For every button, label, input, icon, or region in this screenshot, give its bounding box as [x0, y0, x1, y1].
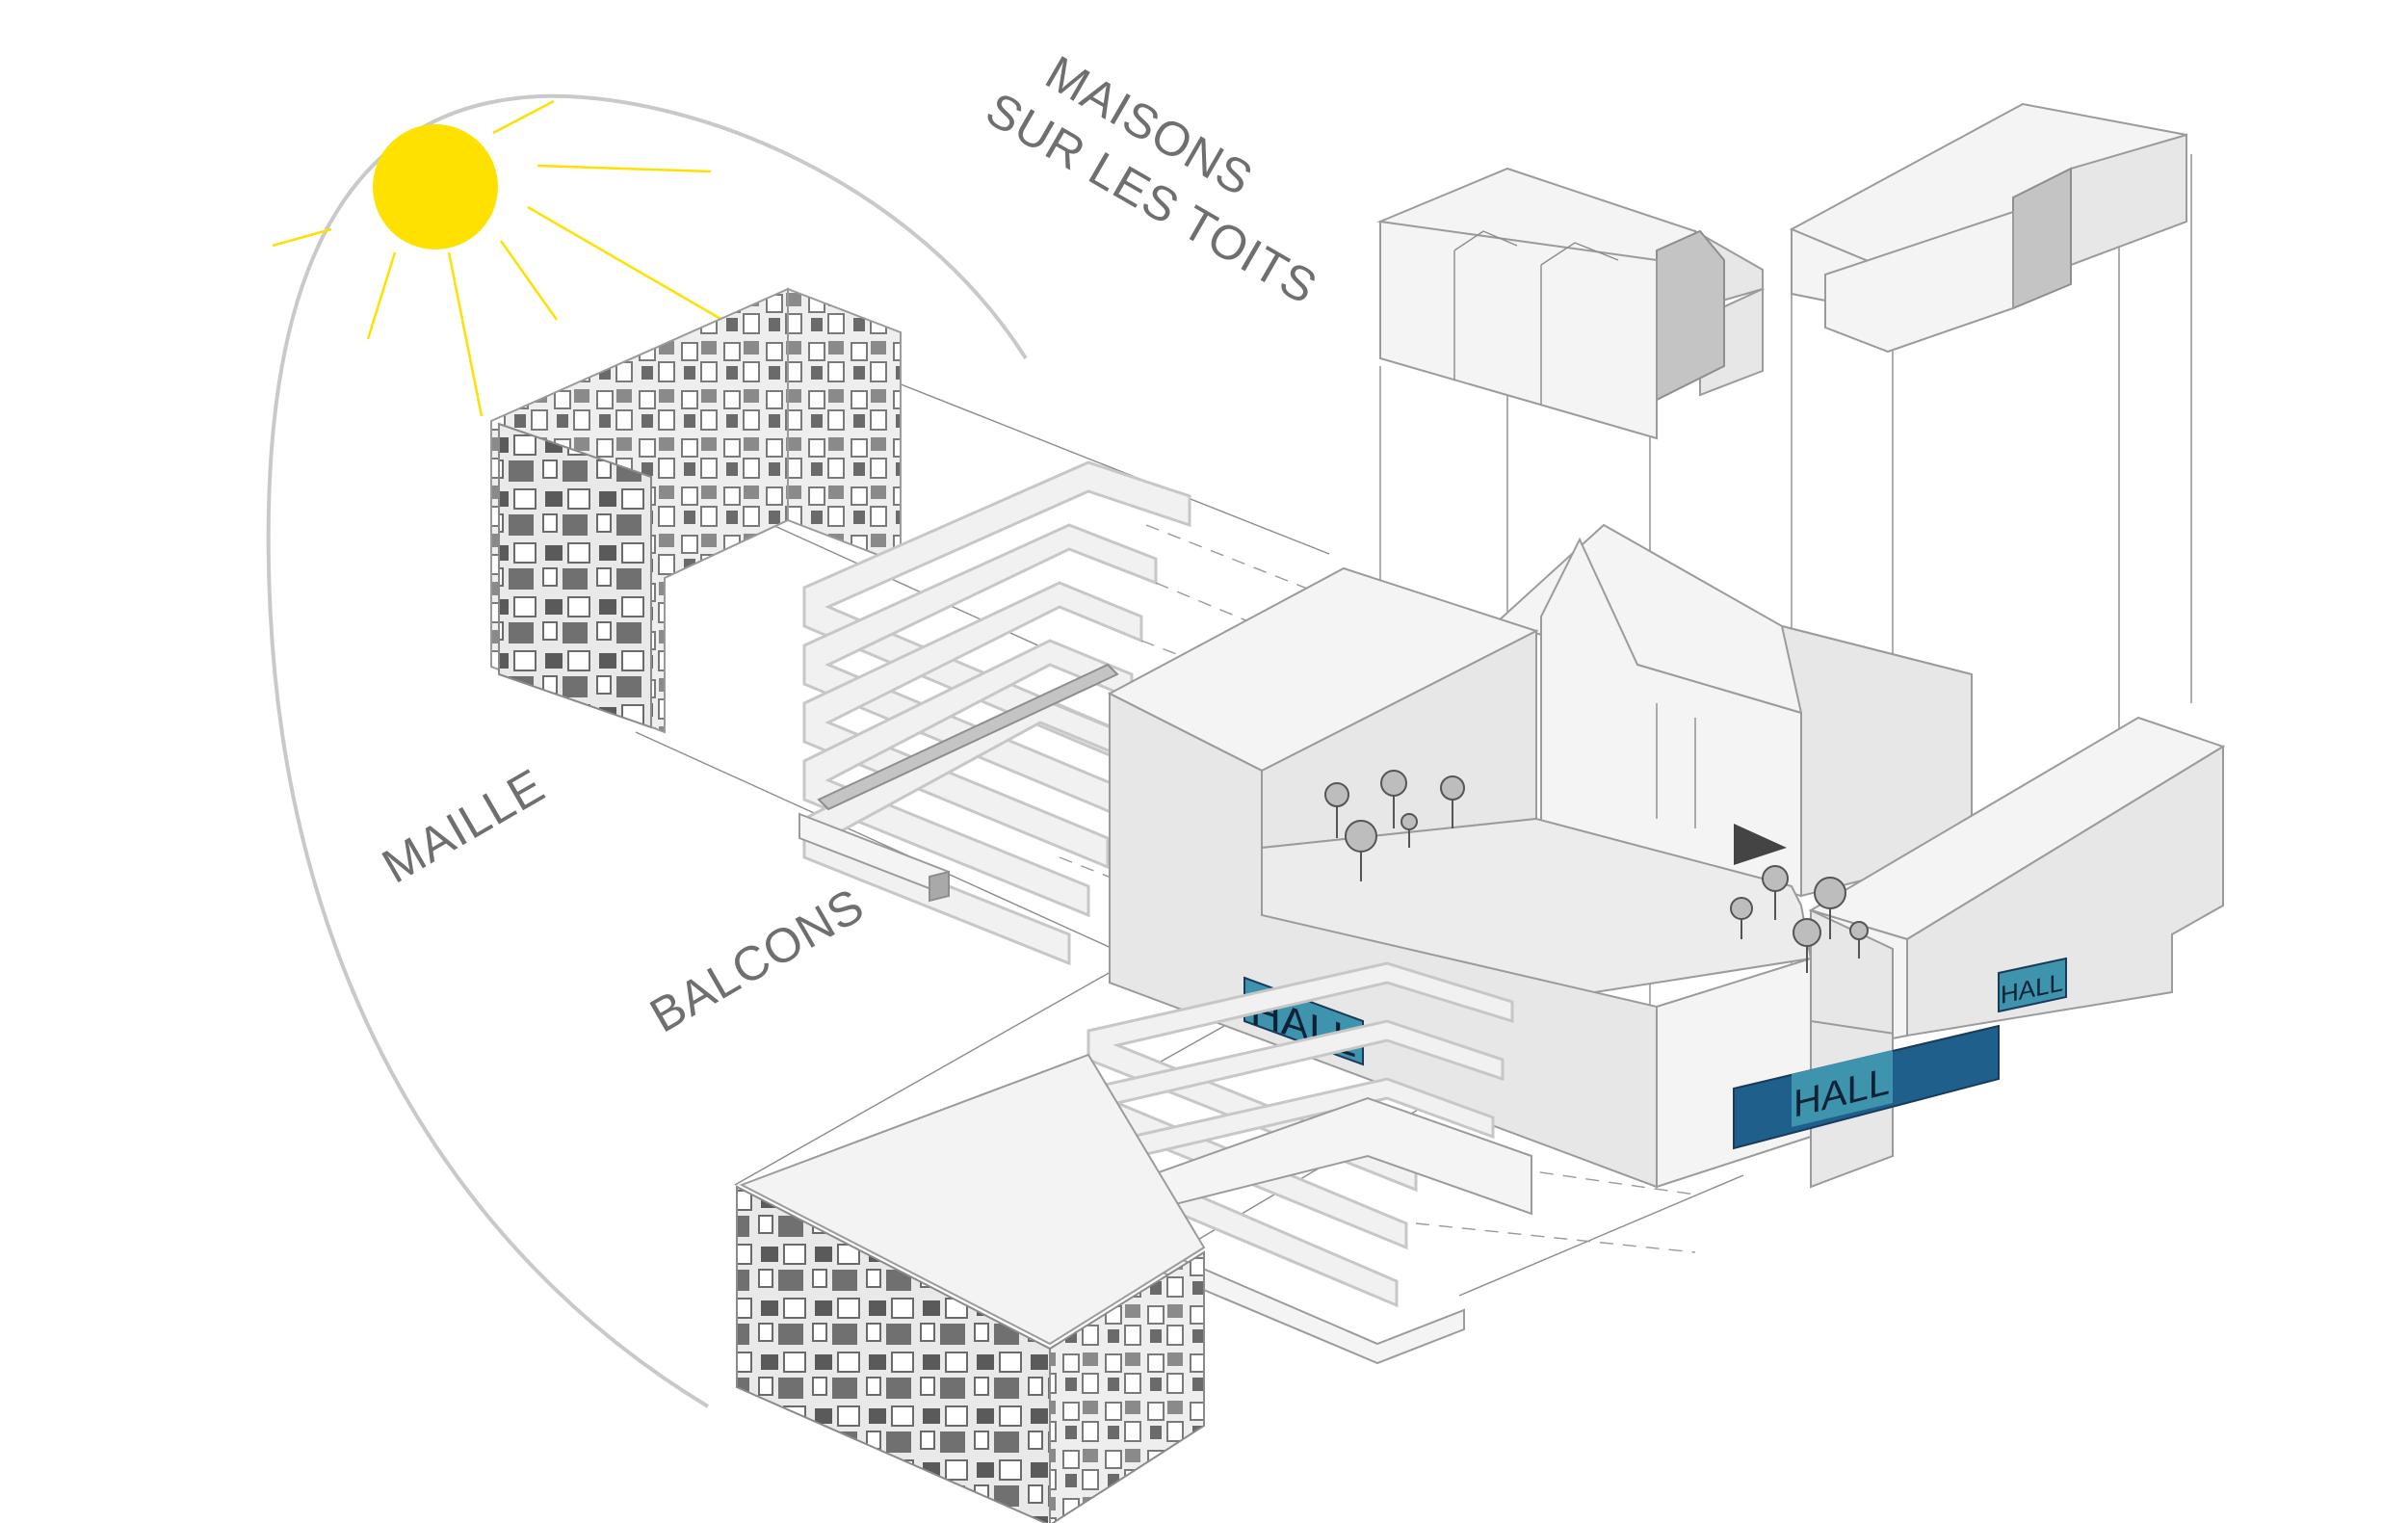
- rooftop-houses-left: [1376, 167, 1766, 440]
- maille-facade-bottom: [736, 1053, 1206, 1523]
- tree-icon: [1762, 865, 1789, 920]
- tree-icon: [1380, 770, 1407, 828]
- sun-icon: [272, 99, 723, 417]
- hall-front: HALL: [1733, 1024, 2000, 1150]
- label-balcons: BALCONS: [641, 878, 874, 1042]
- tree-icon: [1345, 820, 1377, 881]
- sun-orbit: [266, 93, 1028, 1408]
- tree-icon: [1400, 813, 1418, 848]
- rooftop-houses-right: [1789, 102, 2187, 354]
- tree-icon: [1814, 877, 1846, 939]
- tree-icon: [1730, 897, 1753, 939]
- main-building: [1107, 523, 2226, 1189]
- balcony-slabs-upper: [798, 460, 1191, 966]
- tree-icon: [1324, 782, 1349, 838]
- tree-icon: [1440, 775, 1465, 828]
- tree-icon: [1849, 921, 1869, 958]
- tree-icon: [1793, 918, 1821, 973]
- balcony-slabs-lower: [1068, 961, 1532, 1365]
- maille-facade-top: [490, 287, 902, 734]
- courtyard-trees: [1324, 770, 1869, 973]
- label-maille: MAILLE: [374, 758, 554, 893]
- label-maisons: MAISONS SUR LES TOITS: [978, 45, 1327, 315]
